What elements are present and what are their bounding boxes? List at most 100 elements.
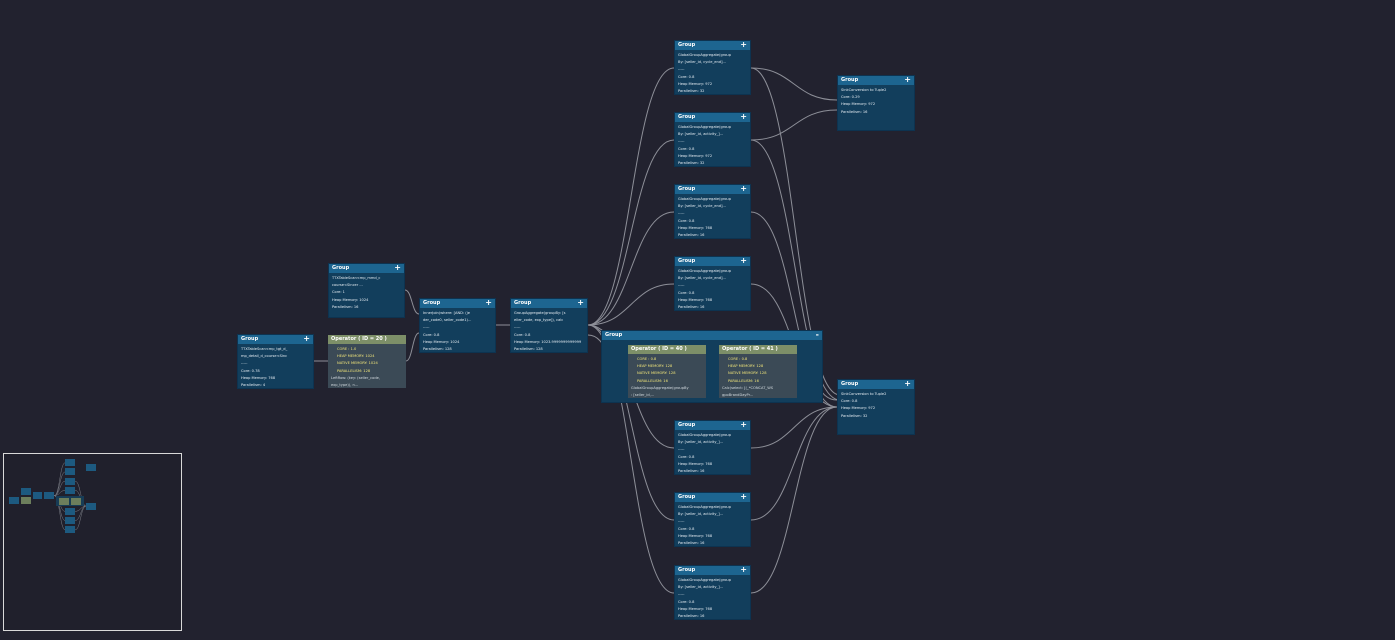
operator-title: Operator ( ID = 41 ) xyxy=(719,345,797,354)
operator-metric: PARALLELISM: 128 xyxy=(337,368,371,373)
group-detail-line: Core: 0.78 xyxy=(241,368,260,373)
operator-metric: CORE : 0.8 xyxy=(637,357,657,361)
operator-description: : [seller_id,... xyxy=(631,393,655,398)
group-detail-line: ----- xyxy=(423,325,430,330)
operator-metric: NATIVE MEMORY: 128 xyxy=(637,371,676,376)
minimap-node xyxy=(20,487,31,495)
group-detail-line: Parallelism: 128 xyxy=(423,347,452,352)
edge xyxy=(54,471,66,496)
group-detail-line: Core: 0.8 xyxy=(678,454,695,459)
edge xyxy=(54,490,66,496)
expand-button[interactable]: + xyxy=(740,420,747,429)
group-detail-line: By: [seller_id, activity_]... xyxy=(678,512,724,517)
group-detail-line: Heap Memory: 768 xyxy=(678,533,713,538)
expand-button[interactable]: + xyxy=(577,298,584,307)
minimap[interactable] xyxy=(3,453,182,631)
expand-button[interactable]: + xyxy=(740,40,747,49)
minimap-node xyxy=(55,496,85,506)
group-detail-line: Parallelism: 128 xyxy=(514,347,543,352)
edge xyxy=(750,67,838,101)
expand-button[interactable]: + xyxy=(904,75,911,84)
edge xyxy=(587,67,675,326)
group-detail-line: Core: 1 xyxy=(332,290,345,295)
expand-button[interactable]: + xyxy=(394,263,401,272)
group-title: Group xyxy=(241,336,259,342)
edge xyxy=(54,462,66,496)
group-detail-line: ----- xyxy=(678,592,685,597)
group-detail-line: Parallelism: 16 xyxy=(678,469,705,474)
group-header: Group+ xyxy=(675,492,750,502)
operator-metric: CORE : 1.0 xyxy=(337,347,357,351)
group-detail-line: Parallelism: 16 xyxy=(841,109,868,114)
group-header: Group + xyxy=(329,263,404,273)
group-detail-line: Heap Memory: 972 xyxy=(841,102,876,107)
group-detail-line: Parallelism: 16 xyxy=(332,304,359,309)
group-header: Group + xyxy=(675,420,750,430)
minimap-node xyxy=(86,502,97,510)
group-detail-line: Parallelism: 32 xyxy=(678,89,705,94)
edge xyxy=(750,406,838,594)
group-detail-line: Core: 0.8 xyxy=(678,146,695,151)
minimap-node xyxy=(65,526,76,534)
expand-button[interactable]: + xyxy=(740,565,747,574)
collapse-button[interactable]: - xyxy=(815,330,819,339)
minimap-node xyxy=(20,496,31,504)
group-title: Group xyxy=(678,422,696,428)
operator-metric: CORE : 0.8 xyxy=(728,357,748,361)
operator-description: Calc(select: [(_*CONCAT_WS xyxy=(722,385,774,390)
group-detail-line: By: [seller_id, activity_]... xyxy=(678,132,724,137)
group-title: Group xyxy=(678,186,696,192)
edge xyxy=(404,289,420,315)
minimap-node xyxy=(65,459,76,467)
group-detail-line: TTXTableScan<mp_tgt_d_ xyxy=(241,347,288,351)
group-detail-line: SinkConversion to Tuple2 xyxy=(841,392,887,396)
minimap-edges xyxy=(54,462,87,531)
minimap-node xyxy=(65,516,76,524)
group-detail-line: Heap Memory: 768 xyxy=(678,297,713,302)
group-title: Group xyxy=(332,265,350,271)
group-detail-line: Core: 0.8 xyxy=(678,599,695,604)
expand-button[interactable]: + xyxy=(740,492,747,501)
group-detail-line: Heap Memory: 972 xyxy=(841,406,876,411)
group-title: Group xyxy=(605,332,623,338)
expand-button[interactable]: + xyxy=(904,379,911,388)
edge xyxy=(750,109,838,141)
expand-button[interactable]: + xyxy=(485,298,492,307)
expand-button[interactable]: + xyxy=(303,334,310,343)
group-header: Group - xyxy=(602,330,822,340)
edge xyxy=(54,495,66,531)
group-node-scan-detail[interactable]: Group+TTXTableScan<mp_tgt_d_mp_detail_d_… xyxy=(237,334,314,389)
expand-button[interactable]: + xyxy=(740,256,747,265)
group-detail-line: der_code0, seller_code1)... xyxy=(423,318,472,323)
expand-button[interactable]: + xyxy=(740,184,747,193)
group-detail-line: GlobalGroupAggregate(group xyxy=(678,433,731,437)
edge xyxy=(587,283,675,326)
minimap-node xyxy=(59,498,70,505)
minimap-node xyxy=(9,496,20,504)
group-header: Group+ xyxy=(838,75,914,85)
expand-button[interactable]: + xyxy=(740,112,747,121)
group-detail-line: GlobalGroupAggregate(group xyxy=(678,578,731,582)
group-title: Group xyxy=(678,567,696,573)
